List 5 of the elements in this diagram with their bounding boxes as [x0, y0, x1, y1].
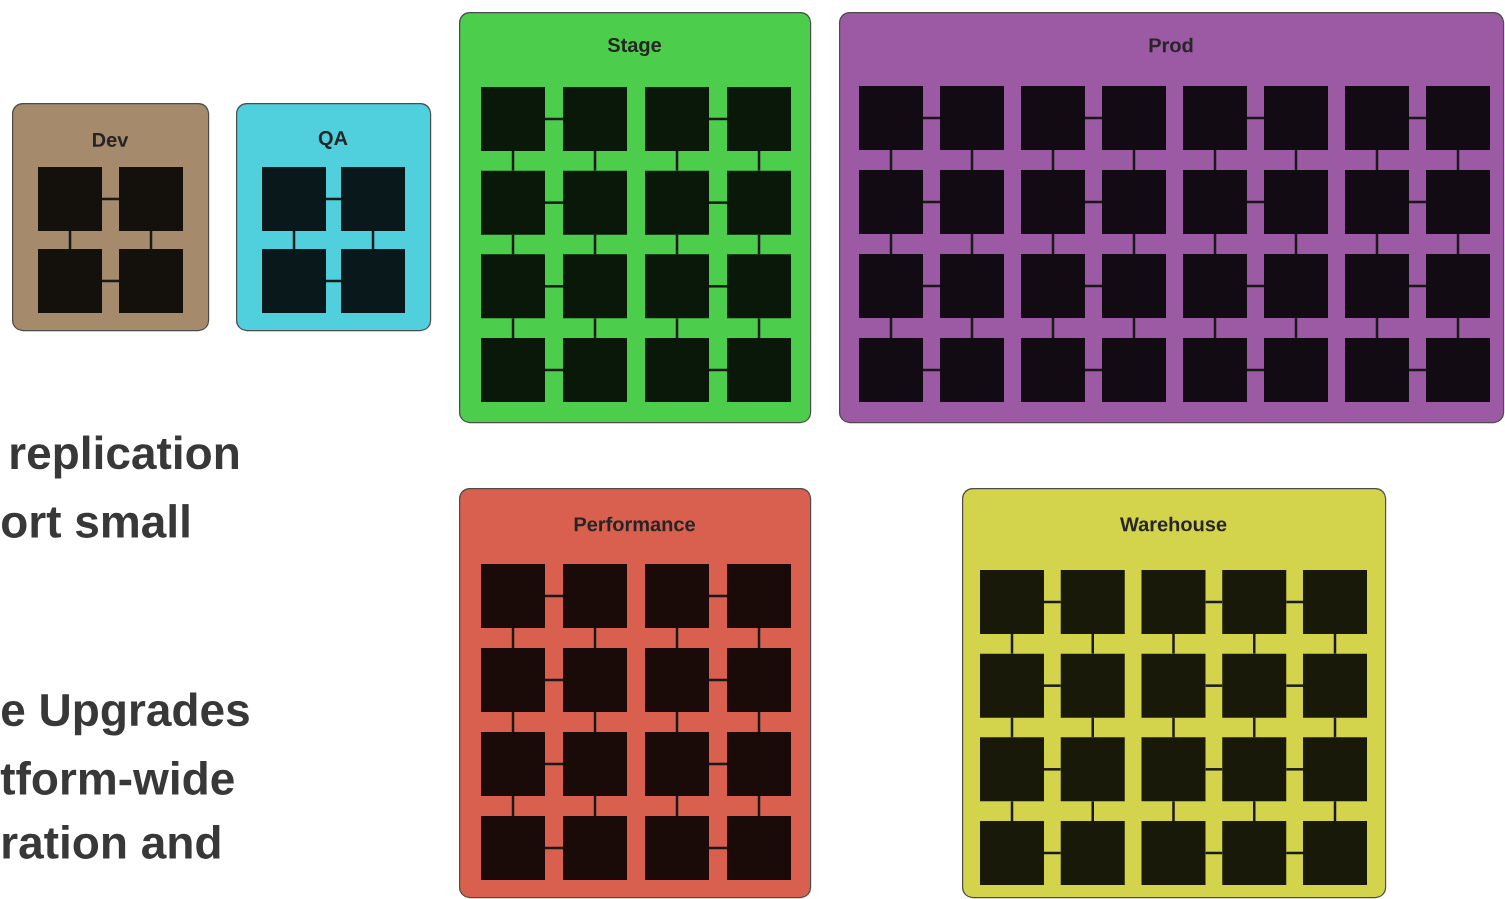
body-text: ort small [2, 504, 189, 538]
body-text: replication [11, 435, 238, 479]
body-text: ration and [3, 825, 220, 859]
body-text: tform-wide [0, 761, 234, 795]
body-text: e Upgrades [2, 692, 249, 736]
